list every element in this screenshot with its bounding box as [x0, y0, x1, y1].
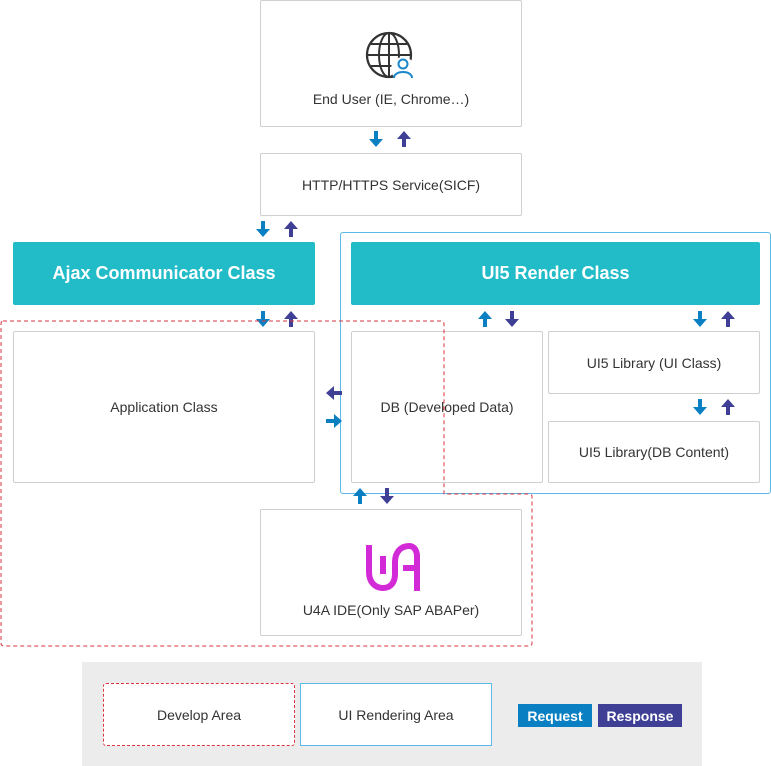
request-arrow-up-db [478, 311, 492, 327]
ui5-library-db-node: UI5 Library(DB Content) [548, 421, 760, 483]
db-developed-data-node: DB (Developed Data) [351, 331, 543, 483]
request-arrow-down-lib [693, 311, 707, 327]
response-arrow-left-app [326, 386, 342, 400]
response-arrow-up-3 [284, 311, 298, 327]
application-class-label: Application Class [110, 399, 218, 415]
legend-response-label: Response [606, 707, 674, 724]
ajax-communicator-label: Ajax Communicator Class [52, 263, 276, 283]
request-arrow-down-2 [256, 221, 270, 237]
ui5-library-ui-label: UI5 Library (UI Class) [586, 354, 722, 371]
http-service-node: HTTP/HTTPS Service(SICF) [260, 153, 522, 216]
end-user-node: End User (IE, Chrome…) [260, 0, 522, 127]
response-arrow-down-ide [380, 488, 394, 504]
ui5-library-ui-node: UI5 Library (UI Class) [548, 331, 760, 394]
legend-develop-area-label: Develop Area [156, 706, 242, 723]
request-arrow-down-libdb [693, 399, 707, 415]
response-arrow-up-1 [397, 131, 411, 147]
response-arrow-up-2 [284, 221, 298, 237]
ajax-communicator-node: Ajax Communicator Class [13, 242, 315, 305]
response-arrow-up-libdb [721, 399, 735, 415]
legend-ui-rendering-area: UI Rendering Area [300, 683, 492, 746]
globe-user-icon [365, 31, 415, 81]
legend-request: Request [518, 704, 592, 727]
ui5-library-db-label: UI5 Library(DB Content) [578, 444, 730, 460]
http-service-label: HTTP/HTTPS Service(SICF) [301, 176, 481, 193]
u4a-logo-icon [366, 542, 420, 591]
db-developed-data-label: DB (Developed Data) [380, 399, 514, 415]
request-arrow-down-3 [256, 311, 270, 327]
response-arrow-up-lib [721, 311, 735, 327]
request-arrow-right-db [326, 414, 342, 428]
end-user-label: End User (IE, Chrome…) [312, 90, 470, 107]
request-arrow-up-ide [353, 488, 367, 504]
ui5-render-node: UI5 Render Class [351, 242, 760, 305]
legend-ui-rendering-area-label: UI Rendering Area [338, 706, 454, 723]
legend-response: Response [598, 704, 682, 727]
legend-develop-area: Develop Area [103, 683, 295, 746]
response-arrow-down-db [505, 311, 519, 327]
application-class-node: Application Class [13, 331, 315, 483]
ui5-render-label: UI5 Render Class [481, 263, 630, 283]
u4a-ide-label: U4A IDE(Only SAP ABAPer) [302, 601, 480, 618]
u4a-ide-node: U4A IDE(Only SAP ABAPer) [260, 509, 522, 636]
request-arrow-down-1 [369, 131, 383, 147]
legend-request-label: Request [527, 707, 583, 724]
